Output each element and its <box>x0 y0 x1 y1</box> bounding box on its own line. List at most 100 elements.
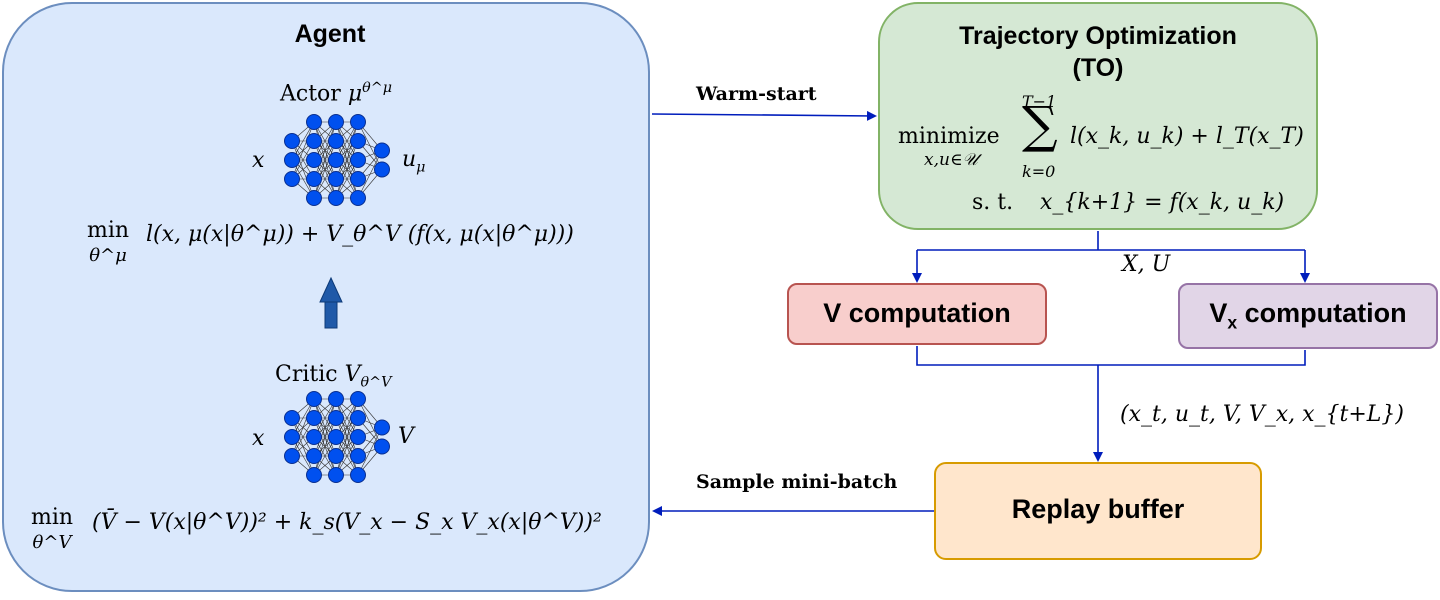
network-edge <box>291 398 315 457</box>
network-neuron <box>306 190 322 206</box>
network-neuron <box>284 410 300 426</box>
network-neuron <box>306 114 322 130</box>
network-neuron <box>350 114 366 130</box>
network-neuron <box>306 410 322 426</box>
network-neuron <box>306 152 322 168</box>
sample-mini-batch-label: Sample mini-batch <box>696 471 898 493</box>
actor-symbol-sup: θ^μ <box>362 80 393 96</box>
network-neuron <box>328 448 344 464</box>
critic-network-icon <box>284 391 390 483</box>
network-neuron <box>284 429 300 445</box>
critic-output: V <box>398 424 414 449</box>
vx-label-rest: computation <box>1237 298 1407 328</box>
network-neuron <box>328 410 344 426</box>
critic-min: min <box>30 505 74 530</box>
critic-symbol-sub: θ^V <box>360 374 392 391</box>
network-neuron <box>306 171 322 187</box>
agent-title: Agent <box>294 20 366 48</box>
network-neuron <box>350 391 366 407</box>
network-edge <box>313 398 337 457</box>
v-computation-box <box>787 283 1047 345</box>
network-neuron <box>350 410 366 426</box>
replay-buffer-label: Replay buffer <box>1011 494 1185 524</box>
sum-symbol: ∑ <box>1022 96 1058 154</box>
critic-symbol: V <box>344 362 361 387</box>
network-neuron <box>328 133 344 149</box>
network-edge <box>357 427 383 476</box>
network-neuron <box>374 419 390 436</box>
network-edge <box>335 398 359 457</box>
replay-buffer-box <box>934 462 1262 560</box>
vx-label-main: V <box>1209 298 1228 328</box>
warm-start-arrow <box>651 110 877 121</box>
network-neuron <box>306 467 322 483</box>
actor-output-sub: μ <box>416 159 426 176</box>
critic-to-actor-arrow <box>319 276 343 329</box>
to-constraint: x_{k+1} = f(x_k, u_k) <box>1040 190 1285 215</box>
critic-objective: (V̄ − V(x|θ^V))² + k_s(V_x − S_x V_x(x|θ… <box>92 510 602 535</box>
to-constraint-prefix: s. t. <box>972 190 1014 215</box>
network-edge <box>291 121 315 180</box>
network-neuron <box>350 467 366 483</box>
network-neuron <box>328 467 344 483</box>
network-neuron <box>284 152 300 168</box>
actor-min-sub: θ^μ <box>89 245 127 266</box>
network-neuron <box>306 133 322 149</box>
critic-label: Critic Vθ^V <box>275 362 391 390</box>
network-neuron <box>350 152 366 168</box>
network-edge <box>335 417 359 476</box>
v-computation-label: V computation <box>823 298 1011 328</box>
network-neuron <box>350 448 366 464</box>
network-neuron <box>350 429 366 445</box>
network-neuron <box>284 133 300 149</box>
network-edge <box>357 150 383 199</box>
actor-output-main: u <box>402 147 417 172</box>
network-edge <box>335 140 359 199</box>
network-neuron <box>328 391 344 407</box>
actor-symbol: μ <box>347 81 363 107</box>
network-edge <box>313 417 337 476</box>
actor-min: min <box>86 218 130 243</box>
merge-connector <box>916 346 1306 440</box>
network-neuron <box>350 133 366 149</box>
network-neuron <box>374 142 390 159</box>
to-objective-op: minimize <box>898 124 1000 149</box>
replay-tuple-label: (x_t, u_t, V, V_x, x_{t+L}) <box>1120 402 1404 427</box>
to-sum-upper: T−1 <box>1022 92 1057 111</box>
actor-objective: l(x, μ(x|θ^μ)) + V_θ^V (f(x, μ(x|θ^μ))) <box>146 222 574 247</box>
network-neuron <box>328 429 344 445</box>
network-neuron <box>328 114 344 130</box>
vx-label-sub: x <box>1227 312 1238 333</box>
network-neuron <box>306 429 322 445</box>
trajectory-optimization-box <box>878 2 1318 230</box>
warm-start-label: Warm-start <box>696 83 817 105</box>
network-neuron <box>374 161 390 178</box>
actor-network-icon <box>284 114 390 206</box>
vx-computation-label: Vx computation <box>1178 298 1438 333</box>
network-edge <box>313 121 337 180</box>
network-neuron <box>350 171 366 187</box>
network-neuron <box>284 171 300 187</box>
network-neuron <box>328 190 344 206</box>
critic-min-sub: θ^V <box>32 532 72 553</box>
actor-output: uμ <box>402 146 425 175</box>
network-neuron <box>328 152 344 168</box>
network-neuron <box>306 391 322 407</box>
to-outputs-label: X, U <box>1122 252 1171 277</box>
network-neuron <box>306 448 322 464</box>
network-neuron <box>374 438 390 455</box>
network-neuron <box>328 171 344 187</box>
to-title-line1: Trajectory Optimization <box>959 22 1237 50</box>
to-sum-lower: k=0 <box>1022 162 1056 181</box>
to-title-line2: (TO) <box>1072 54 1124 82</box>
to-objective: l(x_k, u_k) + l_T(x_T) <box>1070 124 1304 149</box>
actor-label-text: Actor <box>280 81 341 107</box>
to-split-connector <box>917 231 1305 251</box>
network-neuron <box>350 190 366 206</box>
to-objective-op-sub: x,u∈𝒰 <box>924 150 978 170</box>
critic-label-text: Critic <box>275 362 338 387</box>
network-edge <box>335 121 359 180</box>
critic-input: x <box>252 426 265 451</box>
network-edge <box>313 140 337 199</box>
